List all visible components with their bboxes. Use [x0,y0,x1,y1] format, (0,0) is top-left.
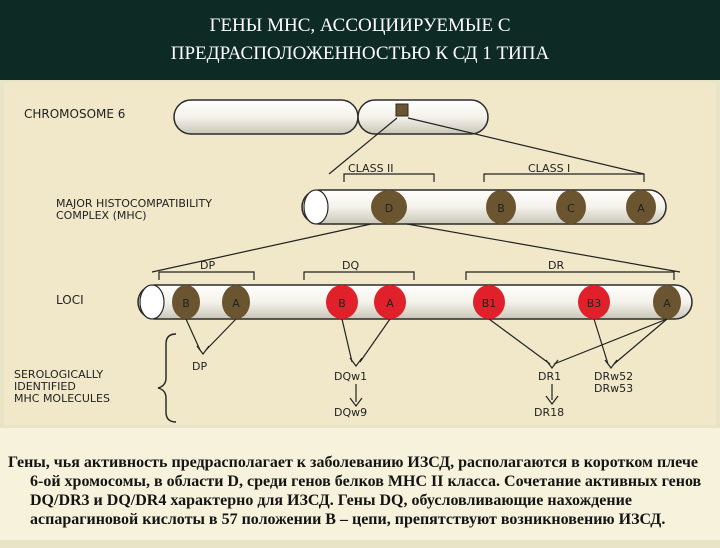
mhc-band-b-label: B [497,202,505,215]
title-line-2: ПРЕДРАСПОЛОЖЕННОСТЬЮ К СД 1 ТИПА [170,43,550,64]
sero-label-line2: IDENTIFIED [14,380,76,393]
mhc-band-d [371,190,407,224]
mhc-locus-marker [395,103,409,117]
dr-band-a-label: A [663,297,671,310]
class2-bracket [343,173,435,182]
sero-brace [157,333,177,423]
caption-block: Гены, чья активность предрасполагает к з… [0,428,720,540]
mhc-band-c [556,190,586,224]
molecule-dr18: DR18 [534,406,564,419]
dr-band-b1-label: B1 [482,297,497,310]
class2-label: CLASS II [348,162,394,175]
mhc-diagram: CHROMOSOME 6 MAJOR HISTOCOMPATIBILITY CO… [4,82,716,425]
dq-band-a-label: A [386,297,394,310]
dq-band-b-label: B [338,297,346,310]
mhc-band-b [486,190,516,224]
dq-bracket [303,271,415,280]
chromosome-label: CHROMOSOME 6 [24,107,125,121]
dp-band-b [172,285,200,319]
class1-label: CLASS I [528,162,570,175]
mhc-label-line2: COMPLEX (MHC) [56,209,147,222]
molecule-drw52: DRw52 [594,370,633,383]
dq-band-b [326,285,358,319]
mhc-band-d-label: D [385,202,393,215]
sero-label-line3: MHC MOLECULES [14,392,110,405]
molecule-dp: DP [192,360,207,373]
dr-bracket [465,271,675,280]
mhc-band-a [626,190,656,224]
dq-group-label: DQ [342,259,359,272]
dq-band-a [374,285,406,319]
dr-band-b1 [473,285,505,319]
molecule-dr1: DR1 [538,370,561,383]
loci-label: LOCI [56,293,84,307]
dp-band-b-label: B [182,297,190,310]
dp-band-a-label: A [232,297,240,310]
dr-band-b3 [578,285,610,319]
mhc-band-a-label: A [637,202,645,215]
mhc-tube: D B C A [301,189,667,225]
molecule-dqw9: DQw9 [334,406,367,419]
molecule-dqw1: DQw1 [334,370,367,383]
dr-group-label: DR [548,259,564,272]
mhc-band-c-label: C [567,202,575,215]
dp-band-a [222,285,250,319]
mhc-diagram-svg: CHROMOSOME 6 MAJOR HISTOCOMPATIBILITY CO… [14,99,693,423]
class1-bracket [483,173,645,182]
sero-label-line1: SEROLOGICALLY [14,368,103,381]
chromosome-6 [173,99,489,135]
title-line-1: ГЕНЫ МНС, АССОЦИИРУЕМЫЕ С [209,15,511,36]
slide-title: ГЕНЫ МНС, АССОЦИИРУЕМЫЕ С ПРЕДРАСПОЛОЖЕН… [0,0,720,80]
loci-tube: B A B A B1 B3 A [137,284,693,320]
mhc-label-line1: MAJOR HISTOCOMPATIBILITY [56,197,212,210]
caption-text: Гены, чья активность предрасполагает к з… [8,454,702,528]
dr-band-a [653,285,681,319]
molecule-drw53: DRw53 [594,382,633,395]
dr-band-b3-label: B3 [587,297,602,310]
dp-bracket [158,271,255,280]
dp-group-label: DP [200,259,215,272]
